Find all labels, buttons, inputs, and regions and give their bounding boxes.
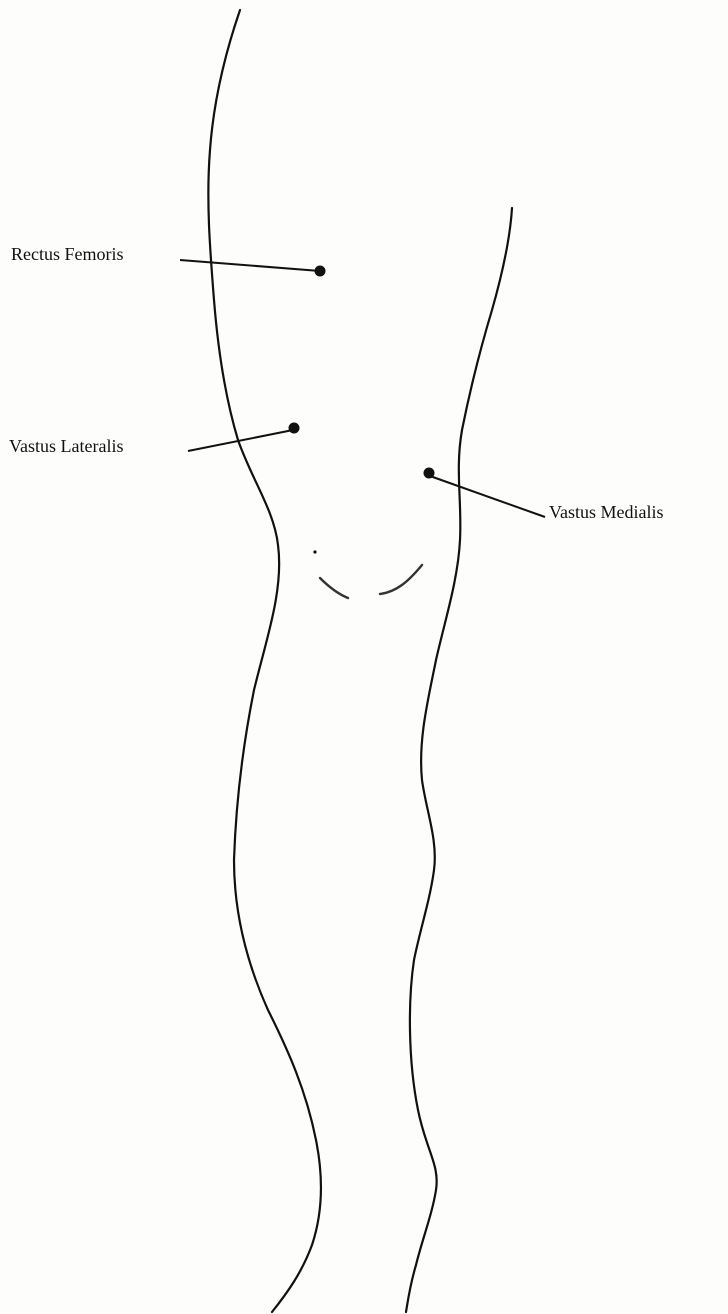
kneecap-right-stroke [380, 565, 422, 594]
vastus-medialis-label: Vastus Medialis [549, 503, 664, 521]
vastus-medialis-marker [424, 468, 435, 479]
vastus-lateralis-marker [289, 423, 300, 434]
vastus-medialis-leader [430, 476, 545, 517]
kneecap-speck [313, 550, 316, 553]
vastus-lateralis-label: Vastus Lateralis [9, 437, 123, 455]
kneecap-left-stroke [320, 578, 348, 598]
rectus-femoris-leader [180, 260, 320, 271]
leg-left-contour [208, 10, 321, 1312]
rectus-femoris-label: Rectus Femoris [11, 245, 124, 263]
rectus-femoris-marker [315, 266, 326, 277]
leg-right-contour [406, 208, 512, 1312]
